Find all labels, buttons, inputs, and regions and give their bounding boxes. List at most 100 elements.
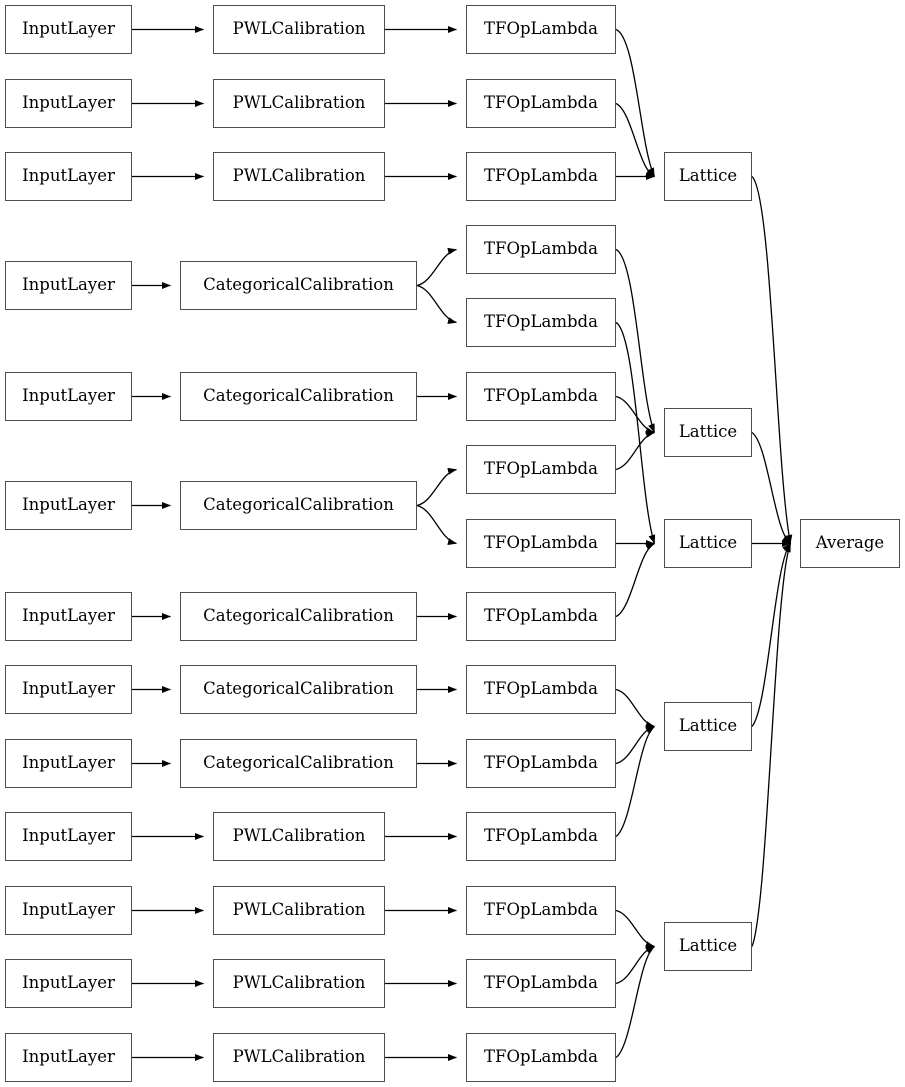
node-categoricalcalibration-cal8[interactable]: CategoricalCalibration bbox=[180, 665, 417, 714]
node-label: InputLayer bbox=[22, 753, 115, 773]
edge-tf4-to-lat2 bbox=[615, 248, 656, 433]
node-tfoplambda-tf8[interactable]: TFOpLambda bbox=[466, 519, 616, 568]
edge-tf12-to-lat4 bbox=[615, 725, 655, 838]
node-label: InputLayer bbox=[22, 900, 115, 920]
node-label: TFOpLambda bbox=[484, 679, 598, 699]
node-label: PWLCalibration bbox=[232, 1047, 366, 1067]
node-tfoplambda-tf11[interactable]: TFOpLambda bbox=[466, 739, 616, 788]
node-label: CategoricalCalibration bbox=[203, 679, 394, 699]
node-inputlayer-in4[interactable]: InputLayer bbox=[5, 261, 132, 310]
node-inputlayer-in1[interactable]: InputLayer bbox=[5, 5, 132, 54]
node-label: InputLayer bbox=[22, 1047, 115, 1067]
node-tfoplambda-tf13[interactable]: TFOpLambda bbox=[466, 886, 616, 935]
node-inputlayer-in2[interactable]: InputLayer bbox=[5, 79, 132, 128]
node-label: CategoricalCalibration bbox=[203, 386, 394, 406]
node-categoricalcalibration-cal9[interactable]: CategoricalCalibration bbox=[180, 739, 417, 788]
node-lattice-lat1[interactable]: Lattice bbox=[664, 152, 752, 201]
node-tfoplambda-tf12[interactable]: TFOpLambda bbox=[466, 812, 616, 861]
edge-tf2-to-lat1 bbox=[615, 102, 655, 178]
node-pwlcalibration-cal12[interactable]: PWLCalibration bbox=[213, 959, 385, 1008]
edge-cal6-to-tf8 bbox=[416, 504, 457, 545]
node-label: CategoricalCalibration bbox=[203, 753, 394, 773]
node-inputlayer-in3[interactable]: InputLayer bbox=[5, 152, 132, 201]
node-label: CategoricalCalibration bbox=[203, 495, 394, 515]
edge-tf1-to-lat1 bbox=[615, 28, 656, 177]
edge-lat4-to-avg bbox=[751, 543, 792, 727]
node-label: Lattice bbox=[678, 936, 738, 956]
node-lattice-lat3[interactable]: Lattice bbox=[664, 519, 752, 568]
node-tfoplambda-tf1[interactable]: TFOpLambda bbox=[466, 5, 616, 54]
node-inputlayer-in13[interactable]: InputLayer bbox=[5, 1033, 132, 1082]
node-inputlayer-in9[interactable]: InputLayer bbox=[5, 739, 132, 788]
node-label: TFOpLambda bbox=[484, 19, 598, 39]
node-label: PWLCalibration bbox=[232, 973, 366, 993]
node-lattice-lat5[interactable]: Lattice bbox=[664, 922, 752, 971]
node-label: CategoricalCalibration bbox=[203, 606, 394, 626]
node-pwlcalibration-cal1[interactable]: PWLCalibration bbox=[213, 5, 385, 54]
edge-cal4-to-tf4 bbox=[416, 247, 457, 287]
node-label: TFOpLambda bbox=[484, 386, 598, 406]
node-inputlayer-in7[interactable]: InputLayer bbox=[5, 592, 132, 641]
node-lattice-lat4[interactable]: Lattice bbox=[664, 702, 752, 751]
node-label: InputLayer bbox=[22, 275, 115, 295]
node-label: InputLayer bbox=[22, 679, 115, 699]
node-inputlayer-in11[interactable]: InputLayer bbox=[5, 886, 132, 935]
node-pwlcalibration-cal3[interactable]: PWLCalibration bbox=[213, 152, 385, 201]
node-label: TFOpLambda bbox=[484, 973, 598, 993]
node-inputlayer-in5[interactable]: InputLayer bbox=[5, 372, 132, 421]
node-label: TFOpLambda bbox=[484, 166, 598, 186]
node-tfoplambda-tf9[interactable]: TFOpLambda bbox=[466, 592, 616, 641]
node-label: TFOpLambda bbox=[484, 826, 598, 846]
node-label: InputLayer bbox=[22, 973, 115, 993]
node-label: InputLayer bbox=[22, 93, 115, 113]
edge-tf15-to-lat5 bbox=[615, 945, 655, 1059]
node-label: TFOpLambda bbox=[484, 239, 598, 259]
node-label: InputLayer bbox=[22, 606, 115, 626]
node-tfoplambda-tf6[interactable]: TFOpLambda bbox=[466, 372, 616, 421]
node-tfoplambda-tf5[interactable]: TFOpLambda bbox=[466, 298, 616, 347]
node-label: PWLCalibration bbox=[232, 826, 366, 846]
edge-tf13-to-lat5 bbox=[615, 909, 655, 949]
node-tfoplambda-tf7[interactable]: TFOpLambda bbox=[466, 445, 616, 494]
edge-tf7-to-lat2 bbox=[615, 431, 655, 471]
node-tfoplambda-tf4[interactable]: TFOpLambda bbox=[466, 225, 616, 274]
node-label: Lattice bbox=[678, 166, 738, 186]
node-pwlcalibration-cal13[interactable]: PWLCalibration bbox=[213, 1033, 385, 1082]
node-label: PWLCalibration bbox=[232, 900, 366, 920]
node-label: InputLayer bbox=[22, 826, 115, 846]
node-tfoplambda-tf15[interactable]: TFOpLambda bbox=[466, 1033, 616, 1082]
node-inputlayer-in6[interactable]: InputLayer bbox=[5, 481, 132, 530]
node-categoricalcalibration-cal5[interactable]: CategoricalCalibration bbox=[180, 372, 417, 421]
edge-tf6-to-lat2 bbox=[615, 395, 655, 435]
node-label: TFOpLambda bbox=[484, 459, 598, 479]
node-label: InputLayer bbox=[22, 495, 115, 515]
node-tfoplambda-tf14[interactable]: TFOpLambda bbox=[466, 959, 616, 1008]
node-label: Lattice bbox=[678, 533, 738, 553]
node-pwlcalibration-cal10[interactable]: PWLCalibration bbox=[213, 812, 385, 861]
node-lattice-lat2[interactable]: Lattice bbox=[664, 408, 752, 457]
edge-cal4-to-tf5 bbox=[416, 284, 457, 325]
node-categoricalcalibration-cal6[interactable]: CategoricalCalibration bbox=[180, 481, 417, 530]
node-label: CategoricalCalibration bbox=[203, 275, 394, 295]
node-label: PWLCalibration bbox=[232, 19, 366, 39]
node-categoricalcalibration-cal7[interactable]: CategoricalCalibration bbox=[180, 592, 417, 641]
node-pwlcalibration-cal11[interactable]: PWLCalibration bbox=[213, 886, 385, 935]
node-pwlcalibration-cal2[interactable]: PWLCalibration bbox=[213, 79, 385, 128]
edge-tf5-to-lat3 bbox=[615, 321, 656, 544]
node-inputlayer-in8[interactable]: InputLayer bbox=[5, 665, 132, 714]
node-tfoplambda-tf2[interactable]: TFOpLambda bbox=[466, 79, 616, 128]
node-tfoplambda-tf10[interactable]: TFOpLambda bbox=[466, 665, 616, 714]
node-label: PWLCalibration bbox=[232, 93, 366, 113]
node-label: TFOpLambda bbox=[484, 606, 598, 626]
node-label: PWLCalibration bbox=[232, 166, 366, 186]
node-categoricalcalibration-cal4[interactable]: CategoricalCalibration bbox=[180, 261, 417, 310]
node-inputlayer-in10[interactable]: InputLayer bbox=[5, 812, 132, 861]
node-label: Lattice bbox=[678, 716, 738, 736]
node-average-avg[interactable]: Average bbox=[800, 519, 900, 568]
node-tfoplambda-tf3[interactable]: TFOpLambda bbox=[466, 152, 616, 201]
node-label: Average bbox=[815, 533, 885, 553]
node-inputlayer-in12[interactable]: InputLayer bbox=[5, 959, 132, 1008]
node-label: TFOpLambda bbox=[484, 900, 598, 920]
